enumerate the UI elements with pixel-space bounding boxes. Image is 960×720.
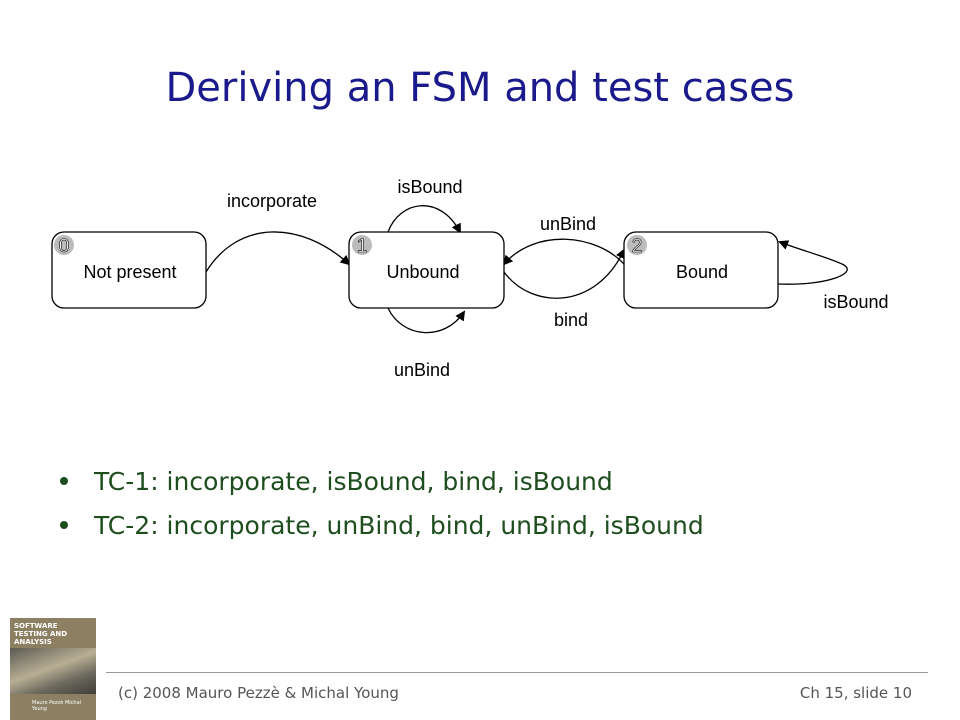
edge-isbound-self-unbound xyxy=(387,205,461,234)
test-case-item: TC-1: incorporate, isBound, bind, isBoun… xyxy=(60,462,704,506)
edge-label-bind: bind xyxy=(554,310,588,330)
edge-unbind-self-unbound xyxy=(387,307,466,334)
book-title: SOFTWARE TESTING AND ANALYSIS xyxy=(14,622,68,646)
state-number: 2 xyxy=(632,236,643,257)
slide-title: Deriving an FSM and test cases xyxy=(165,65,795,111)
state-unbound: 1 Unbound xyxy=(348,231,505,309)
state-label: Unbound xyxy=(386,262,459,282)
state-not-present: 0 Not present xyxy=(51,231,207,309)
edge-unbind-bound-to-unbound xyxy=(502,238,625,266)
footer-copyright: (c) 2008 Mauro Pezzè & Michal Young xyxy=(118,684,399,702)
test-case-text: TC-1: incorporate, isBound, bind, isBoun… xyxy=(94,467,613,496)
edge-label-incorporate: incorporate xyxy=(227,191,317,211)
edge-bind xyxy=(503,248,626,299)
book-cover-thumbnail: SOFTWARE TESTING AND ANALYSIS Mauro Pezz… xyxy=(10,618,96,720)
book-authors: Mauro Pezzè Michal Young xyxy=(32,700,82,712)
bullet-dot xyxy=(60,521,68,529)
footer-slide-number: Ch 15, slide 10 xyxy=(799,684,912,702)
edge-label-isbound-bound: isBound xyxy=(823,292,888,312)
state-bound: 2 Bound xyxy=(623,231,779,309)
state-number: 1 xyxy=(357,236,368,257)
state-label: Not present xyxy=(83,262,176,282)
state-number: 0 xyxy=(59,236,70,257)
bullet-dot xyxy=(60,477,68,485)
footer-divider xyxy=(106,672,928,673)
state-label: Bound xyxy=(676,262,728,282)
test-case-list: TC-1: incorporate, isBound, bind, isBoun… xyxy=(60,462,704,550)
edge-label-isbound-unbound: isBound xyxy=(397,177,462,197)
edge-label-unbind-self: unBind xyxy=(394,360,450,380)
test-case-item: TC-2: incorporate, unBind, bind, unBind,… xyxy=(60,506,704,550)
fsm-diagram: 0 Not present 1 Unbound 2 Bound incorpor… xyxy=(51,177,889,380)
edge-label-unbind-bound: unBind xyxy=(540,214,596,234)
edge-isbound-self-bound xyxy=(777,240,848,285)
edge-incorporate xyxy=(205,231,351,273)
book-cover-image xyxy=(10,648,96,694)
test-case-text: TC-2: incorporate, unBind, bind, unBind,… xyxy=(94,511,704,540)
